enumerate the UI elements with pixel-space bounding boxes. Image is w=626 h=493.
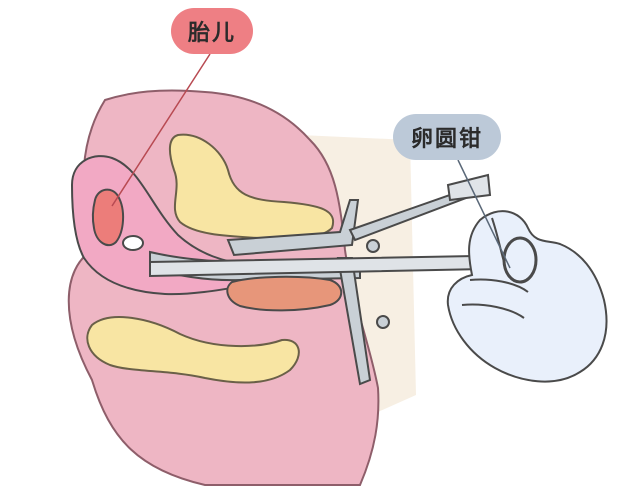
glove-finger-1 <box>469 278 529 293</box>
forceps-ring <box>502 236 538 284</box>
leader-line-fetus <box>111 53 211 207</box>
forceps-tip <box>446 173 492 202</box>
glove-finger-2 <box>461 303 525 319</box>
speculum-screw <box>366 239 380 253</box>
leader-line-forceps <box>457 159 511 269</box>
label-forceps: 卵圆钳 <box>393 114 501 160</box>
speculum-upper <box>226 199 360 257</box>
orange-tissue <box>226 275 343 312</box>
speculum-screw-lower <box>376 315 390 329</box>
small-sac <box>122 235 144 251</box>
label-fetus: 胎儿 <box>171 8 253 54</box>
gloved-hand <box>446 210 608 383</box>
pubic-bone <box>86 316 300 384</box>
fetus <box>91 188 124 247</box>
